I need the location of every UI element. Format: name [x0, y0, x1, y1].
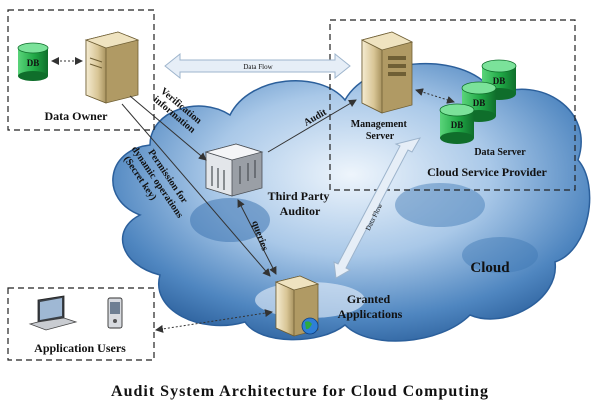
granted-applications-icon: [274, 275, 320, 337]
data-server-label: Data Server: [474, 147, 526, 158]
data-flow-diag-arrow: [333, 137, 422, 279]
cloud-label: Cloud: [470, 260, 510, 276]
server-db-icon-3: [439, 103, 475, 144]
phone-icon: [107, 297, 123, 329]
laptop-icon: [28, 295, 78, 331]
server-db-label-2: DB: [473, 98, 486, 108]
application-users-box: [7, 287, 155, 361]
users-apps-link: [155, 309, 273, 333]
granted-applications-label: Granted Applications: [338, 292, 403, 321]
management-server-icon: [360, 31, 414, 114]
cloud-provider-box: [329, 19, 576, 191]
verification-arrow: [129, 95, 207, 161]
owner-db-icon: [17, 42, 49, 81]
third-party-auditor-icon: [204, 143, 264, 197]
queries-arrow: [237, 199, 277, 275]
mgmt-db-link: [415, 88, 455, 104]
owner-server-icon: [84, 31, 140, 104]
data-flow-top-label: Data Flow: [243, 63, 273, 71]
server-db-label-1: DB: [493, 76, 506, 86]
data-flow-top-arrow: [164, 52, 351, 80]
owner-db-label: DB: [27, 58, 40, 68]
management-server-label: Management Server: [351, 119, 410, 142]
cloud-service-provider-label: Cloud Service Provider: [427, 165, 547, 179]
audit-arrow: [267, 99, 357, 153]
server-db-label-3: DB: [451, 120, 464, 130]
third-party-auditor-label: Third Party Auditor: [268, 189, 333, 218]
data-owner-label: Data Owner: [45, 109, 109, 123]
application-users-label: Application Users: [34, 341, 126, 355]
data-owner-box: [7, 9, 155, 131]
diagram-caption: Audit System Architecture for Cloud Comp…: [111, 383, 489, 400]
